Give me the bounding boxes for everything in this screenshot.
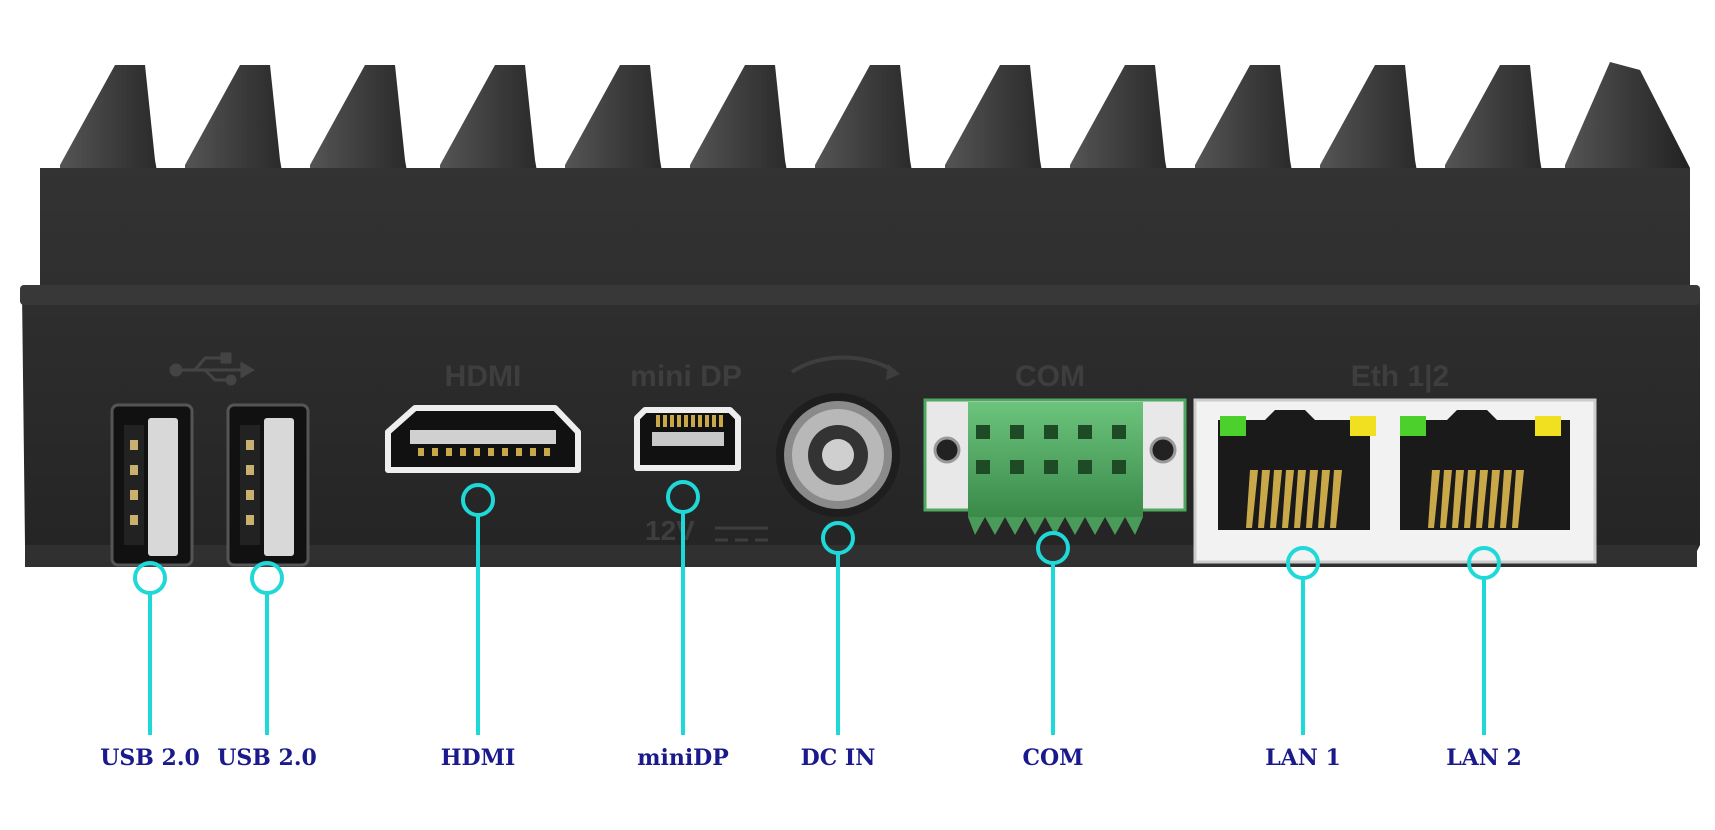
lan-2-port <box>1400 410 1570 530</box>
lan-1-port <box>1218 410 1376 530</box>
hdmi-pin <box>530 448 536 456</box>
lan-pin <box>1464 470 1476 528</box>
lan-pin <box>1258 470 1270 528</box>
lan-pin <box>1318 470 1330 528</box>
hdmi-pin <box>502 448 508 456</box>
lan-pin <box>1270 470 1282 528</box>
lan-pin <box>1440 470 1452 528</box>
hdmi-pin <box>460 448 466 456</box>
lan-pin <box>1294 470 1306 528</box>
lan-1-activity-led <box>1350 416 1376 436</box>
hdmi-pin <box>544 448 550 456</box>
lan-pin <box>1246 470 1258 528</box>
com-terminal-block <box>923 398 1187 535</box>
lan-pin <box>1476 470 1488 528</box>
usb-trident-icon <box>169 352 255 386</box>
com-pin <box>1078 425 1092 439</box>
lan-pin <box>1282 470 1294 528</box>
hdmi-port <box>385 405 581 473</box>
lan-pin <box>1330 470 1342 528</box>
com-pin <box>976 425 990 439</box>
minidp-pin <box>691 415 695 427</box>
minidp-pin <box>684 415 688 427</box>
com-pin <box>1044 460 1058 474</box>
silk-hdmi: HDMI <box>445 360 522 393</box>
usb-port-2 <box>226 403 310 567</box>
com-pin <box>1112 460 1126 474</box>
hdmi-pin <box>488 448 494 456</box>
lan-pin <box>1428 470 1440 528</box>
hdmi-pin <box>432 448 438 456</box>
port-label: USB 2.0 <box>100 745 200 771</box>
com-pin <box>1078 460 1092 474</box>
silk-com: COM <box>1015 360 1085 393</box>
hdmi-pin <box>516 448 522 456</box>
minidp-pin <box>663 415 667 427</box>
minidp-pin <box>656 415 660 427</box>
callout-ring <box>250 561 284 595</box>
port-label: USB 2.0 <box>217 745 317 771</box>
com-pin <box>976 460 990 474</box>
lan-pin <box>1306 470 1318 528</box>
minidp-pin <box>677 415 681 427</box>
silk-minidp: mini DP <box>630 360 742 393</box>
dc-in-jack <box>776 355 900 517</box>
com-pin <box>1010 425 1024 439</box>
port-label: LAN 2 <box>1446 745 1522 771</box>
hdmi-pin <box>474 448 480 456</box>
minidp-pin <box>705 415 709 427</box>
lan-pin <box>1512 470 1524 528</box>
minidp-pin <box>698 415 702 427</box>
minidp-pin <box>712 415 716 427</box>
minidp-port <box>634 407 741 471</box>
lan-pin <box>1488 470 1500 528</box>
com-pin <box>1044 425 1058 439</box>
port-label: DC IN <box>800 745 876 771</box>
hdmi-pin <box>446 448 452 456</box>
com-pin <box>1112 425 1126 439</box>
com-pin <box>1010 460 1024 474</box>
minidp-pin <box>719 415 723 427</box>
lan-1-link-led <box>1220 416 1246 436</box>
hdmi-pin <box>418 448 424 456</box>
callout-ring <box>133 561 167 595</box>
dc-symbol-icon <box>715 526 768 542</box>
port-label: LAN 1 <box>1265 745 1341 771</box>
port-label: miniDP <box>637 745 729 771</box>
minidp-pin <box>670 415 674 427</box>
lan-pin <box>1452 470 1464 528</box>
lan-pin <box>1500 470 1512 528</box>
lan-2-link-led <box>1400 416 1426 436</box>
silk-eth: Eth 1|2 <box>1351 360 1449 393</box>
port-label: COM <box>1022 745 1084 771</box>
usb-port-1 <box>110 403 194 567</box>
lan-2-activity-led <box>1535 416 1561 436</box>
port-label: HDMI <box>440 745 516 771</box>
callout-lines <box>133 480 1501 735</box>
silk-dc-voltage: 12V <box>645 515 695 546</box>
